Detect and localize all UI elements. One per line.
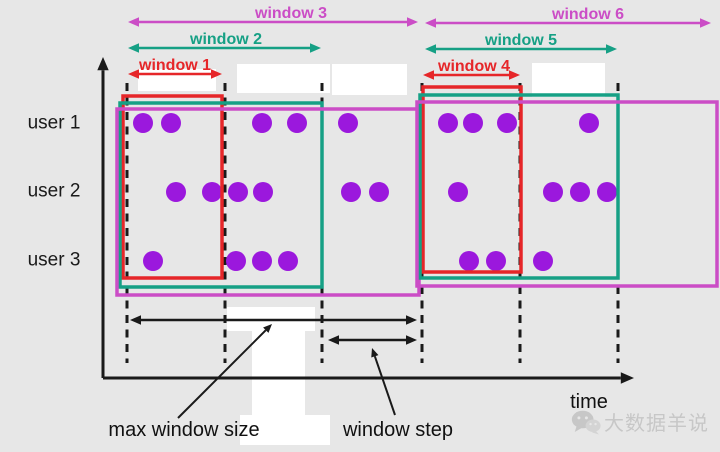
event-dot [228, 182, 248, 202]
window-rect-1 [121, 94, 224, 280]
event-dot [459, 251, 479, 271]
event-dot [166, 182, 186, 202]
event-dot [543, 182, 563, 202]
max-window-size-arrow-arrowhead [406, 315, 417, 325]
event-dot [287, 113, 307, 133]
max-window-size-arrow-arrowhead [130, 315, 141, 325]
window-span-arrow-2-arrowhead [310, 43, 321, 53]
window-rect-4 [421, 85, 523, 274]
event-dot [579, 113, 599, 133]
user-label-3: user 3 [27, 249, 81, 271]
event-dot [202, 182, 222, 202]
window-span-arrow-6-arrowhead [700, 18, 711, 28]
watermark: 大数据羊说 [571, 407, 709, 436]
white-patch [332, 64, 407, 95]
window-label-4: window 4 [438, 58, 510, 75]
window-rect-5 [418, 93, 620, 280]
event-dot [161, 113, 181, 133]
window-rect-6 [415, 100, 719, 288]
window-span-arrow-4-arrowhead [423, 70, 434, 80]
event-dot [369, 182, 389, 202]
max-window-size-pointer-arrowhead [263, 324, 272, 333]
window-span-arrow-1-arrowhead [128, 69, 139, 79]
event-dot [252, 113, 272, 133]
wechat-icon [571, 410, 601, 434]
watermark-text: 大数据羊说 [604, 413, 709, 435]
event-dot [226, 251, 246, 271]
window-step-pointer [373, 355, 396, 416]
event-dot [253, 182, 273, 202]
white-patch [252, 330, 305, 415]
event-dot [486, 251, 506, 271]
window-span-arrow-2-arrowhead [128, 43, 139, 53]
window-span-arrow-3-arrowhead [128, 17, 139, 27]
window-label-5: window 5 [485, 32, 557, 49]
window-rect-2 [118, 101, 324, 289]
white-patch [240, 415, 330, 445]
event-dot [448, 182, 468, 202]
time-axis-label: time [570, 391, 608, 413]
y-axis-arrowhead [97, 57, 109, 71]
event-dot [133, 113, 153, 133]
event-dot [143, 251, 163, 271]
user-label-2: user 2 [27, 180, 81, 202]
window-span-arrow-5-arrowhead [425, 44, 436, 54]
window-span-arrow-4-arrowhead [509, 70, 520, 80]
event-dot [338, 113, 358, 133]
user-label-1: user 1 [27, 112, 81, 134]
window-label-6: window 6 [552, 6, 624, 23]
time-axis-arrowhead [620, 372, 634, 384]
window-step-arrow-arrowhead [328, 335, 339, 345]
white-patch [237, 64, 330, 93]
event-dot [533, 251, 553, 271]
window-label-2: window 2 [190, 31, 262, 48]
event-dot [341, 182, 361, 202]
event-dot [497, 113, 517, 133]
white-patch [532, 63, 605, 97]
event-dot [438, 113, 458, 133]
max-window-size-label: max window size [108, 419, 260, 441]
window-span-arrow-1-arrowhead [211, 69, 222, 79]
max-window-size-pointer [177, 329, 267, 419]
window-step-arrow-arrowhead [406, 335, 417, 345]
event-dot [252, 251, 272, 271]
event-dot [597, 182, 617, 202]
window-step-pointer-arrowhead [371, 348, 379, 358]
event-dot [570, 182, 590, 202]
event-dot [278, 251, 298, 271]
window-span-arrow-5-arrowhead [606, 44, 617, 54]
window-span-arrow-6-arrowhead [425, 18, 436, 28]
window-label-1: window 1 [139, 57, 211, 74]
window-step-label: window step [342, 419, 454, 441]
event-dot [463, 113, 483, 133]
window-label-3: window 3 [255, 5, 327, 22]
window-span-arrow-3-arrowhead [407, 17, 418, 27]
